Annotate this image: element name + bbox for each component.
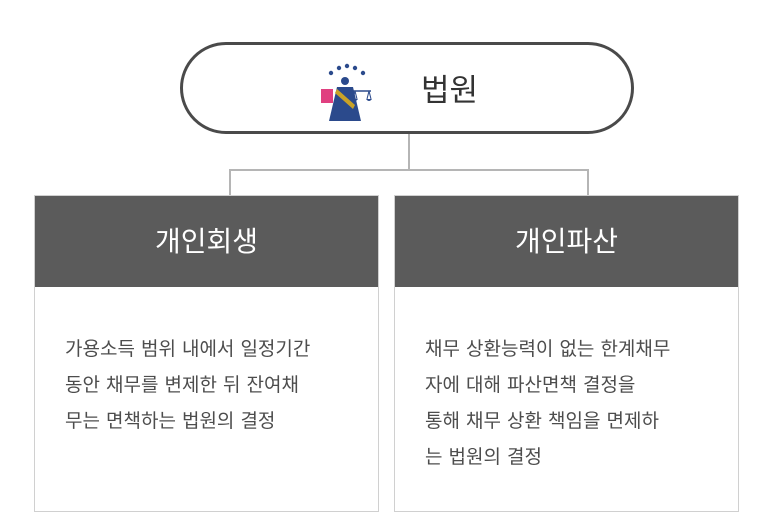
card-description-line: 는 법원의 결정 [425, 446, 542, 468]
card-title: 개인파산 [395, 196, 738, 287]
supreme-court-emblem-icon [321, 63, 372, 121]
connector-line [229, 169, 589, 171]
card-title: 개인회생 [35, 196, 378, 287]
connector-line [408, 134, 410, 170]
card-description-line: 채무 상환능력이 없는 한계채무 [425, 338, 671, 360]
card-description-line: 자에 대해 파산면책 결정을 [425, 374, 636, 396]
connector-line [229, 169, 231, 196]
card-individual-bankruptcy: 개인파산 채무 상환능력이 없는 한계채무 자에 대해 파산면책 결정을 통해 … [394, 195, 739, 512]
card-description-line: 통해 채무 상환 책임을 면제하 [425, 410, 659, 432]
court-label: 법원 [421, 73, 479, 109]
card-description-line: 동안 채무를 변제한 뒤 잔여채 [65, 374, 299, 396]
court-node: 법원 [180, 42, 634, 134]
connector-line [587, 169, 589, 196]
card-description: 가용소득 범위 내에서 일정기간 동안 채무를 변제한 뒤 잔여채 무는 면책하… [65, 331, 365, 439]
card-description-line: 무는 면책하는 법원의 결정 [65, 410, 276, 432]
card-description-line: 가용소득 범위 내에서 일정기간 [65, 338, 311, 360]
card-description: 채무 상환능력이 없는 한계채무 자에 대해 파산면책 결정을 통해 채무 상환… [425, 331, 725, 475]
card-individual-rehabilitation: 개인회생 가용소득 범위 내에서 일정기간 동안 채무를 변제한 뒤 잔여채 무… [34, 195, 379, 512]
